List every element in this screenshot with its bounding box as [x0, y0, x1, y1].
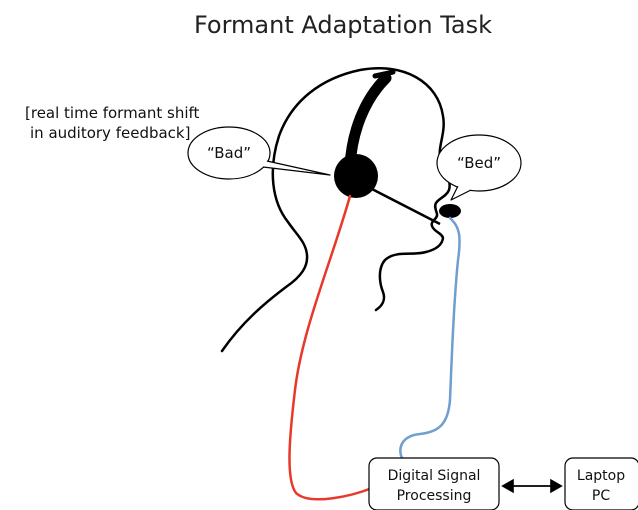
heard-speech-bubble: “Bad”: [187, 126, 331, 180]
spoken-speech-bubble: “Bed”: [436, 134, 522, 201]
spoken-word-label: “Bed”: [457, 154, 501, 172]
headphone-earcup: [334, 154, 378, 198]
headphone-cable: [288, 194, 374, 501]
laptop-label-line2: PC: [592, 488, 610, 504]
microphone-capsule: [439, 204, 461, 218]
heard-word-label: “Bad”: [207, 144, 251, 162]
microphone-cable: [399, 216, 461, 460]
diagram-title: Formant Adaptation Task: [194, 11, 492, 39]
laptop-label-line1: Laptop: [577, 468, 625, 484]
head-silhouette: [220, 67, 451, 353]
dsp-label-line1: Digital Signal: [388, 468, 481, 484]
headphone-band-tip: [372, 69, 396, 79]
feedback-note-line2: in auditory feedback]: [30, 124, 190, 142]
dsp-label-line2: Processing: [397, 488, 472, 504]
laptop-box: Laptop PC: [564, 457, 638, 510]
microphone-boom: [369, 186, 441, 226]
dsp-box: Digital Signal Processing: [368, 457, 500, 510]
headphone-band: [344, 72, 392, 172]
feedback-note-line1: [real time formant shift: [25, 104, 200, 122]
